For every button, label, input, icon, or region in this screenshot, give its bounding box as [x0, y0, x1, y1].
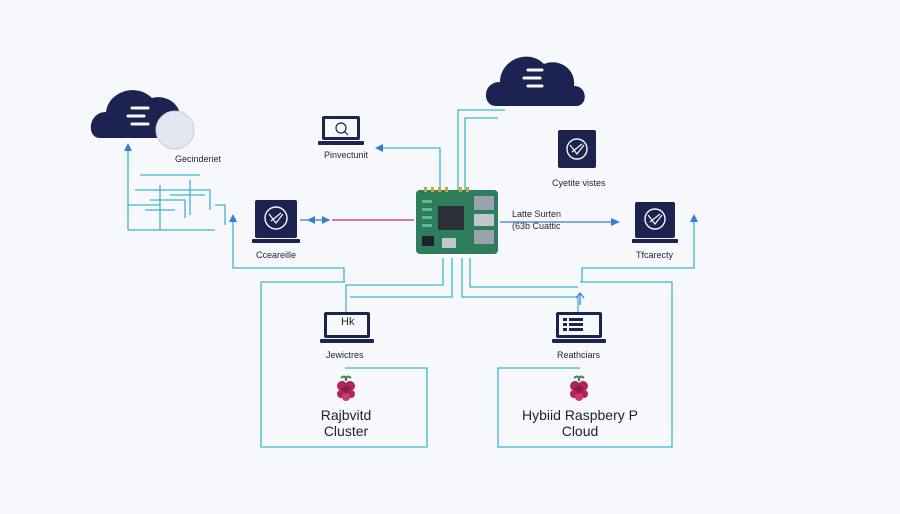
arrow-right-icon — [611, 218, 620, 226]
monitor-right-top[interactable] — [558, 130, 598, 170]
cloud-icon — [485, 56, 585, 106]
laptop-mid-left[interactable] — [320, 312, 374, 346]
board-to-cloud-top — [457, 109, 505, 190]
raspberry-icon — [570, 375, 588, 401]
monitor-icon — [558, 130, 596, 168]
board-to-cloud-top-2 — [464, 117, 498, 190]
cloud-top[interactable] — [484, 48, 588, 112]
arrow-up-icon — [229, 214, 237, 222]
board-label-line2: (63b Cuattic — [512, 221, 561, 231]
cloud-left[interactable] — [90, 80, 200, 150]
laptop-icon — [252, 200, 300, 243]
board-to-mid-right — [461, 258, 579, 315]
board-label-line1: Latte Surten — [512, 209, 562, 219]
arrow-right-icon — [322, 216, 330, 224]
laptop-icon — [552, 312, 606, 343]
arrow-up-icon — [690, 214, 698, 222]
link-laptop-right-down — [581, 220, 695, 282]
laptop-icon — [320, 312, 374, 343]
monitor-right-top-label: Cyetite vistes — [552, 178, 606, 188]
left-cluster-frame — [260, 281, 428, 448]
laptop-left-label: Cceareille — [256, 250, 297, 260]
link-laptop-left-down — [232, 220, 345, 282]
arrow-small-icon — [575, 292, 585, 305]
laptop-mid-left-label: Jewictres — [326, 350, 364, 360]
laptop-top-label: Pinvectunit — [324, 150, 369, 160]
laptop-mid-right-label: Reathciars — [557, 350, 601, 360]
raspberry-pi-board-icon — [416, 187, 498, 254]
circle-icon — [155, 110, 195, 150]
raspberry-pi-board[interactable] — [414, 186, 500, 258]
circuit-lines — [127, 150, 226, 231]
arrow-up-icon — [124, 143, 132, 151]
arrow-left-icon — [375, 144, 383, 152]
laptop-mid-left-screen-text: Hk — [341, 316, 355, 328]
laptop-left[interactable] — [252, 198, 300, 246]
laptop-top[interactable] — [318, 114, 366, 148]
arrow-left-icon — [307, 216, 315, 224]
board-to-mid-left — [345, 258, 444, 315]
cluster-right-title-line2: Cloud — [561, 423, 599, 439]
cluster-right-title-line1: Hybiid Raspbery P — [522, 407, 638, 423]
right-cluster-frame — [497, 281, 673, 448]
board-to-mid-left-2 — [350, 258, 453, 298]
board-to-mid-right-2 — [469, 258, 578, 288]
cluster-left-title-line2: Cluster — [323, 423, 369, 439]
laptop-right[interactable] — [632, 200, 680, 248]
cloud-left-label: Gecinderiet — [175, 154, 222, 164]
laptop-icon — [318, 116, 364, 145]
laptop-mid-right[interactable] — [552, 312, 606, 346]
laptop-right-label: Tfcarecty — [636, 250, 674, 260]
board-up-left — [380, 147, 441, 190]
laptop-icon — [632, 202, 678, 243]
raspberry-icon — [337, 375, 355, 401]
cluster-left-title-line1: Rajbvitd — [320, 407, 372, 423]
